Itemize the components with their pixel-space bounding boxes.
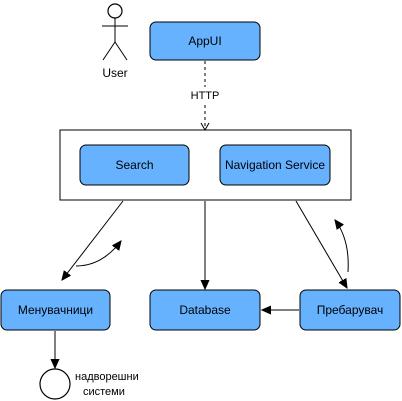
search-node[interactable]: Search bbox=[79, 144, 190, 186]
external-label-line1: надворешни bbox=[75, 371, 139, 383]
navigation-service-node[interactable]: Navigation Service bbox=[219, 144, 331, 186]
edge-to-menuvachnici bbox=[62, 200, 124, 280]
prebaruvach-node[interactable]: Пребарувач bbox=[299, 289, 401, 331]
edge-to-prebaruvach bbox=[295, 200, 347, 288]
external-systems-icon bbox=[39, 368, 71, 400]
appui-label: AppUI bbox=[188, 34, 221, 48]
search-label: Search bbox=[115, 158, 153, 172]
http-label: HTTP bbox=[191, 90, 220, 102]
menuvachnici-label: Менувачници bbox=[18, 303, 93, 317]
edge-curve-left bbox=[75, 241, 121, 267]
external-label-line2: системи bbox=[83, 386, 125, 398]
appui-node[interactable]: AppUI bbox=[149, 21, 261, 61]
user-actor-icon bbox=[102, 3, 128, 61]
edge-curve-right bbox=[335, 220, 349, 273]
database-node[interactable]: Database bbox=[149, 289, 261, 331]
prebaruvach-label: Пребарувач bbox=[317, 303, 384, 317]
navigation-service-label: Navigation Service bbox=[225, 158, 325, 172]
menuvachnici-node[interactable]: Менувачници bbox=[0, 289, 111, 331]
user-label: User bbox=[102, 66, 127, 80]
database-label: Database bbox=[179, 303, 231, 317]
